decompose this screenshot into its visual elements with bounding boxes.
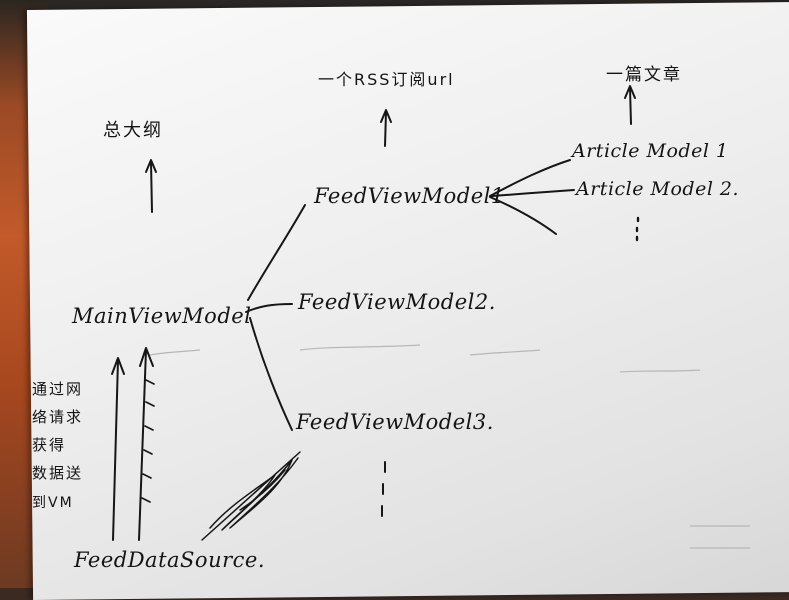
data-arrow-right xyxy=(138,347,154,541)
connector-main-to-feed2 xyxy=(245,303,293,313)
article-label: 一篇文章 xyxy=(606,65,682,85)
article-model-2-node: Article Model 2. xyxy=(576,178,740,200)
connector-main-to-feed1 xyxy=(247,204,306,301)
connector-feed1-to-article2 xyxy=(491,189,575,197)
arrow-to-total-list xyxy=(145,159,157,213)
connector-feed1-to-more xyxy=(489,196,557,235)
arrow-to-rss-link xyxy=(380,109,392,147)
connector-main-to-feed3 xyxy=(249,317,293,431)
feed-view-model-3-node: FeedViewModel3. xyxy=(296,410,494,434)
network-note-line-3: 获得 xyxy=(32,436,67,454)
background-top xyxy=(0,0,789,10)
rss-link-label: 一个RSS订阅url xyxy=(318,70,455,89)
network-note-line-1: 通过网 xyxy=(32,380,84,398)
feed-data-source-node: FeedDataSource. xyxy=(74,548,265,572)
total-list-label: 总大纲 xyxy=(103,120,163,141)
scribble-link-to-feed3 xyxy=(201,451,301,541)
network-note-line-4: 数据送 xyxy=(32,464,84,482)
feed-view-model-1-node: FeedViewModel1 xyxy=(314,184,505,208)
connector-feed1-to-article1 xyxy=(489,159,571,197)
main-view-model-node: MainViewModel xyxy=(72,304,252,328)
data-arrow-left xyxy=(111,357,125,541)
article-model-1-node: Article Model 1 xyxy=(572,140,729,162)
network-note-line-5: 到VM xyxy=(32,495,74,511)
network-note-line-2: 络请求 xyxy=(32,408,84,426)
arrow-to-article xyxy=(624,85,636,125)
feed-view-model-2-node: FeedViewModel2. xyxy=(298,290,496,314)
